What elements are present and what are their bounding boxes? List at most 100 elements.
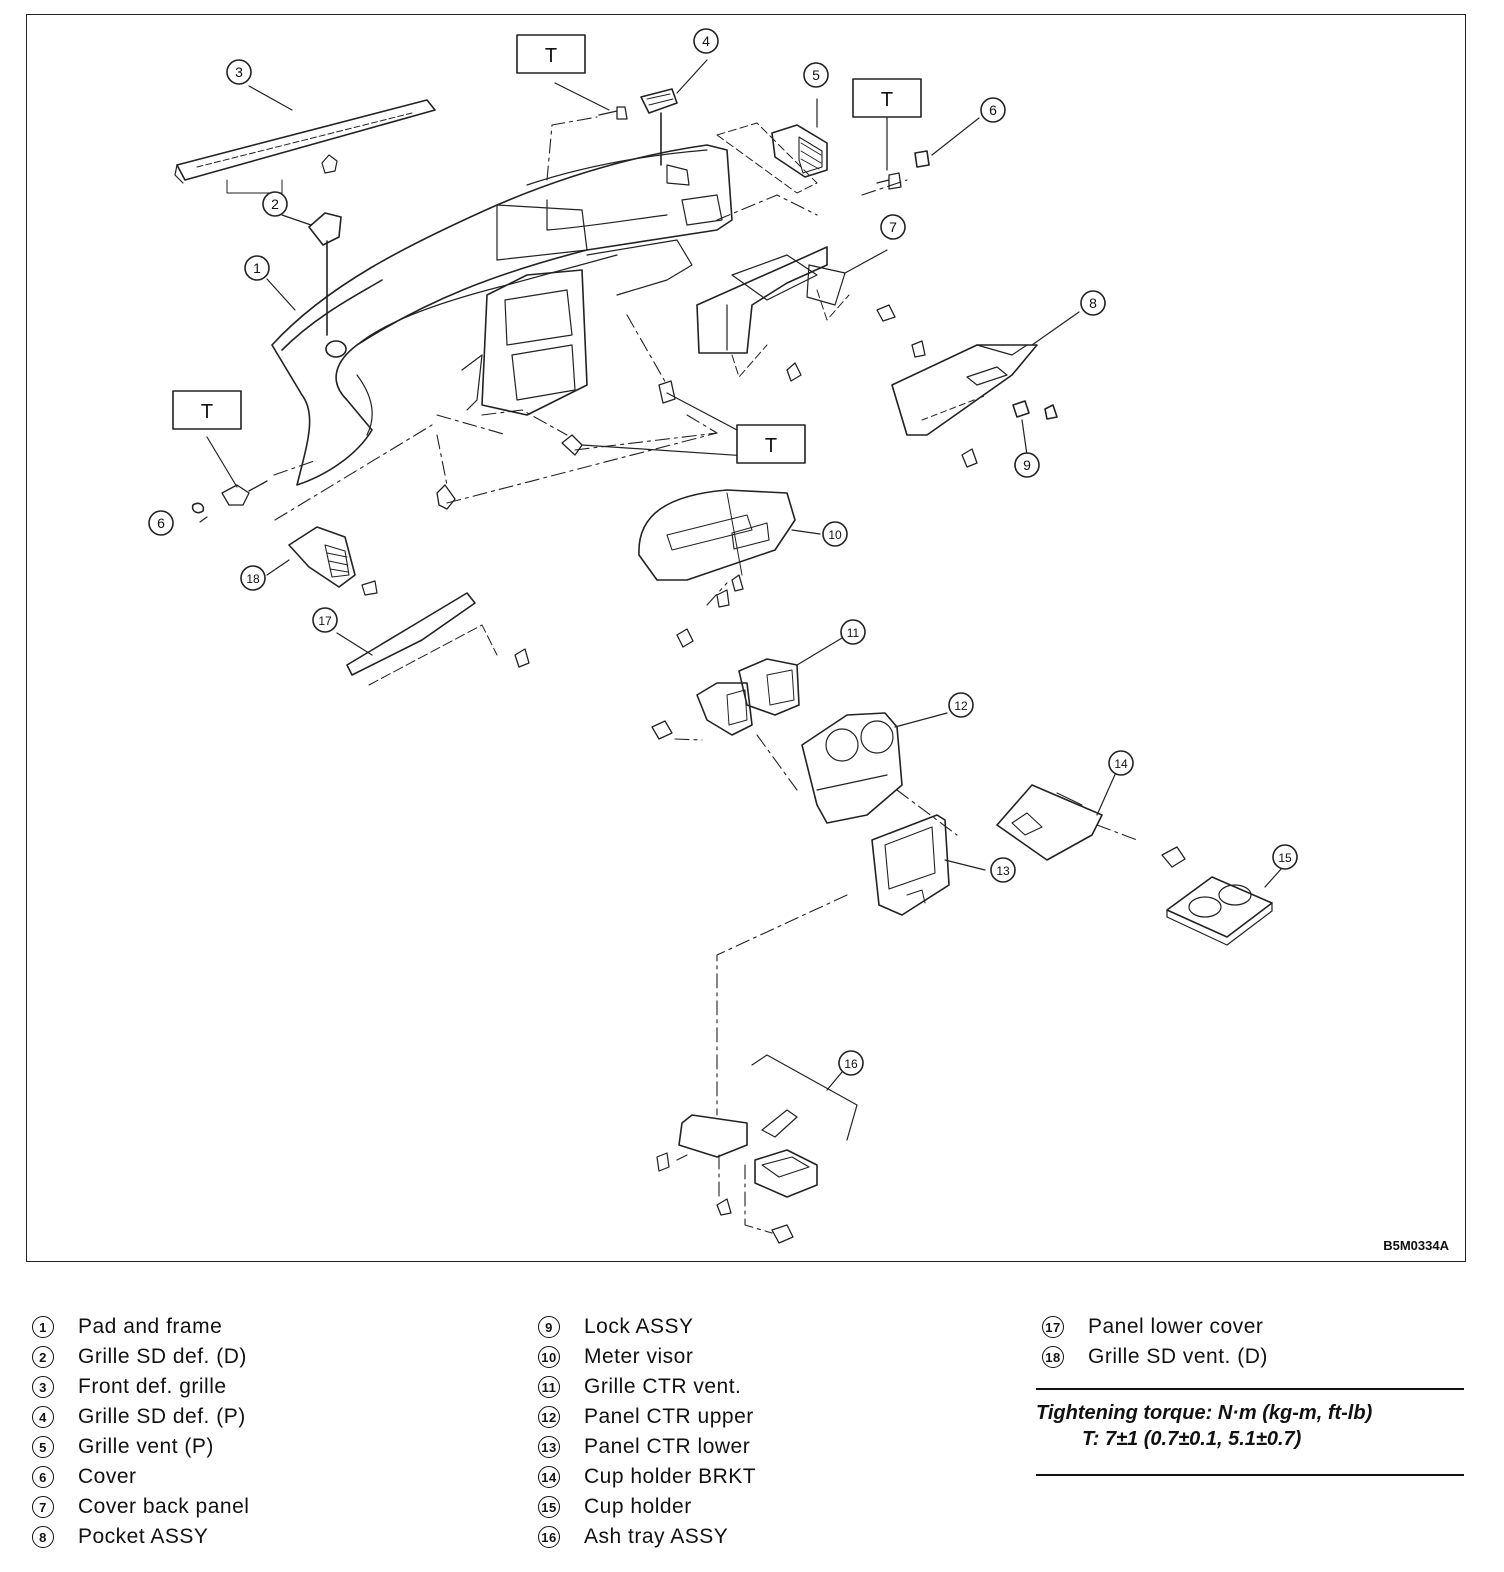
callout-9: 9 — [1014, 452, 1040, 478]
callout-4: 4 — [693, 28, 719, 54]
svg-text:T: T — [881, 89, 893, 111]
legend-label: Cover back panel — [78, 1495, 250, 1518]
legend-label: Panel lower cover — [1088, 1315, 1264, 1338]
callout-11: 11 — [840, 619, 866, 645]
legend-item: 16 Ash tray ASSY — [538, 1522, 756, 1552]
callout-8: 8 — [1080, 290, 1106, 316]
legend-label: Panel CTR upper — [584, 1405, 754, 1428]
legend-label: Ash tray ASSY — [584, 1525, 729, 1548]
legend-number: 15 — [538, 1496, 560, 1518]
legend-number: 5 — [32, 1436, 54, 1458]
svg-text:5: 5 — [812, 67, 820, 83]
svg-text:6: 6 — [989, 102, 997, 118]
part-ash-tray-assy — [656, 1054, 858, 1198]
legend-item: 1 Pad and frame — [32, 1312, 249, 1342]
legend-label: Grille SD def. (D) — [78, 1345, 247, 1368]
legend-number: 17 — [1042, 1316, 1064, 1338]
callout-7: 7 — [880, 214, 906, 240]
legend-label: Meter visor — [584, 1345, 694, 1368]
legend-item: 5 Grille vent (P) — [32, 1432, 249, 1462]
legend-label: Pad and frame — [78, 1315, 223, 1338]
part-panel-lower-cover — [346, 592, 498, 686]
svg-text:18: 18 — [246, 572, 260, 586]
part-pocket-assy — [891, 344, 1038, 436]
legend-item: 12 Panel CTR upper — [538, 1402, 756, 1432]
svg-text:7: 7 — [889, 219, 897, 235]
svg-text:13: 13 — [996, 864, 1010, 878]
svg-text:10: 10 — [828, 528, 842, 542]
svg-text:15: 15 — [1278, 851, 1292, 865]
legend-number: 3 — [32, 1376, 54, 1398]
tightening-torque-note: Tightening torque: N·m (kg-m, ft-lb) T: … — [1036, 1388, 1464, 1476]
svg-text:4: 4 — [702, 33, 710, 49]
legend-label: Grille CTR vent. — [584, 1375, 742, 1398]
legend-number: 4 — [32, 1406, 54, 1428]
callout-3: 3 — [226, 59, 252, 85]
torque-marker-box-right: T — [852, 78, 922, 118]
exploded-diagram-frame: T T T T 3 2 1 4 5 6 6 7 8 9 10 11 12 13 … — [26, 14, 1466, 1262]
svg-text:16: 16 — [844, 1057, 858, 1071]
part-grille-ctr-vent — [696, 658, 800, 736]
legend-number: 1 — [32, 1316, 54, 1338]
callout-6-right: 6 — [980, 97, 1006, 123]
part-front-def-grille — [174, 99, 436, 194]
part-panel-ctr-lower — [871, 814, 950, 916]
legend-label: Grille SD vent. (D) — [1088, 1345, 1268, 1368]
legend-item: 17 Panel lower cover — [1042, 1312, 1268, 1342]
legend-number: 9 — [538, 1316, 560, 1338]
legend-number: 8 — [32, 1526, 54, 1548]
part-lock-assy — [1012, 400, 1058, 420]
svg-text:12: 12 — [954, 699, 968, 713]
legend-label: Front def. grille — [78, 1375, 227, 1398]
legend-item: 7 Cover back panel — [32, 1492, 249, 1522]
callout-5: 5 — [803, 62, 829, 88]
torque-title: Tightening torque: N·m (kg-m, ft-lb) — [1036, 1402, 1373, 1424]
figure-code: B5M0334A — [1383, 1238, 1449, 1253]
legend-label: Cover — [78, 1465, 137, 1488]
part-cup-holder — [1166, 876, 1273, 946]
legend-number: 7 — [32, 1496, 54, 1518]
exploded-parts-diagram: T T T T 3 2 1 4 5 6 6 7 8 9 10 11 12 13 … — [148, 28, 1298, 1244]
svg-text:9: 9 — [1023, 457, 1031, 473]
part-cup-holder-brkt — [996, 784, 1103, 861]
callout-17: 17 — [312, 607, 338, 633]
screws — [221, 106, 1186, 1244]
legend-number: 14 — [538, 1466, 560, 1488]
legend-item: 11 Grille CTR vent. — [538, 1372, 756, 1402]
callout-15: 15 — [1272, 844, 1298, 870]
part-grille-sd-vent-d — [288, 526, 378, 596]
part-meter-visor — [638, 489, 796, 608]
legend-number: 16 — [538, 1526, 560, 1548]
callout-6-left: 6 — [148, 510, 174, 536]
svg-text:8: 8 — [1089, 295, 1097, 311]
legend-number: 11 — [538, 1376, 560, 1398]
svg-text:T: T — [765, 435, 777, 457]
part-grille-sd-def-d — [308, 212, 342, 336]
torque-marker-box-left: T — [172, 390, 242, 430]
legend-number: 12 — [538, 1406, 560, 1428]
callout-18: 18 — [240, 565, 266, 591]
torque-marker-box-center: T — [736, 424, 806, 464]
callout-leaders — [199, 59, 1283, 1091]
svg-text:6: 6 — [157, 515, 165, 531]
legend-label: Cup holder — [584, 1495, 692, 1518]
legend-number: 13 — [538, 1436, 560, 1458]
callout-2: 2 — [262, 191, 288, 217]
legend-label: Grille vent (P) — [78, 1435, 214, 1458]
svg-text:2: 2 — [271, 196, 279, 212]
legend-item: 6 Cover — [32, 1462, 249, 1492]
part-pad-and-frame — [271, 144, 733, 486]
part-cover-left — [191, 502, 205, 514]
callout-1: 1 — [244, 255, 270, 281]
legend-number: 6 — [32, 1466, 54, 1488]
svg-text:14: 14 — [1114, 757, 1128, 771]
